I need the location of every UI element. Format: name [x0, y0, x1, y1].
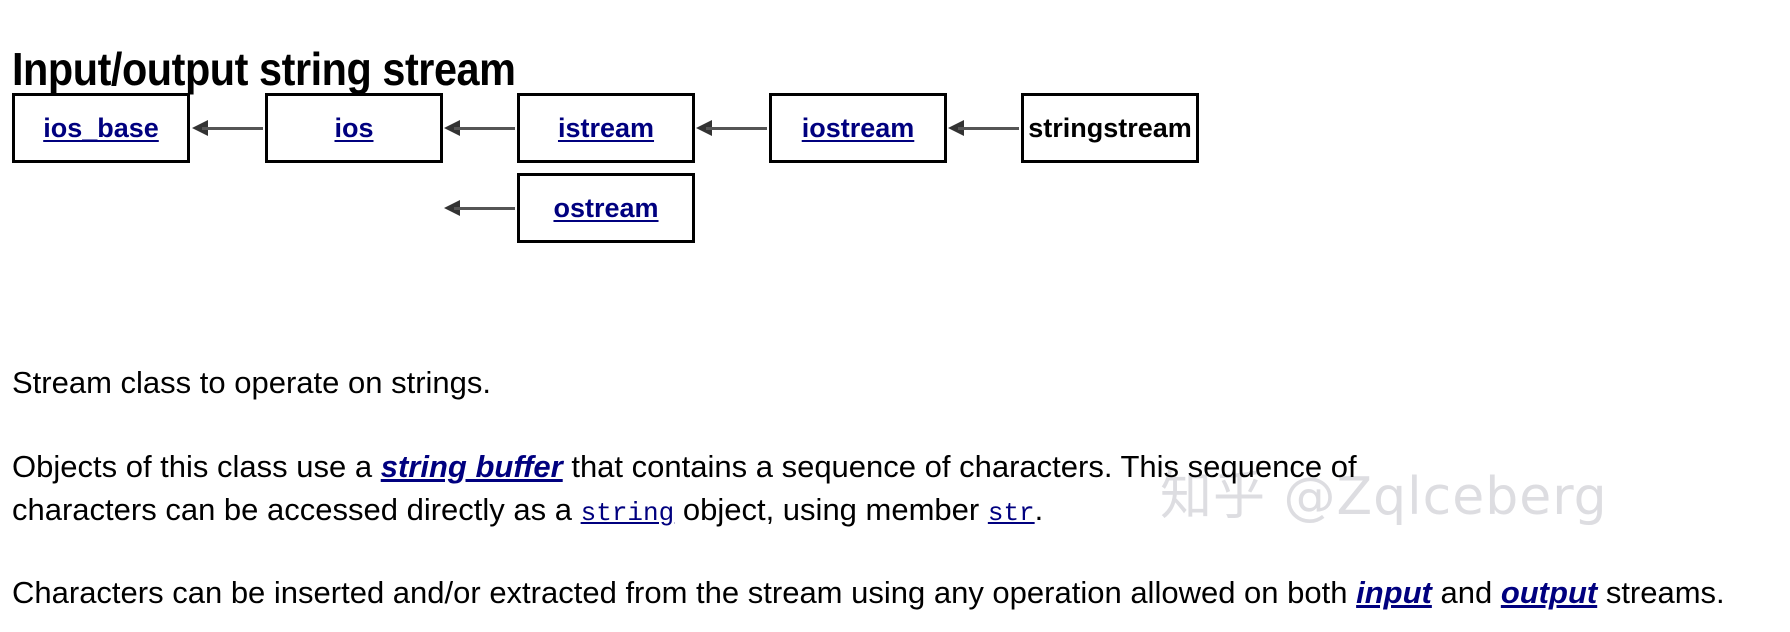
arrow-head-icon [444, 200, 460, 216]
paragraph-text: Objects of this class use a [12, 449, 381, 484]
inheritance-arrow-icon [444, 120, 515, 136]
class-node-label[interactable]: istream [557, 112, 655, 143]
paragraph-text: that contains a sequence of characters. … [12, 449, 1357, 527]
arrow-shaft [202, 127, 263, 130]
class-node-label[interactable]: ios_base [43, 112, 159, 143]
inheritance-arrow-icon [444, 200, 515, 216]
description-paragraph-3: Characters can be inserted and/or extrac… [12, 571, 1725, 614]
inheritance-arrow-icon [948, 120, 1019, 136]
class-node-label: stringstream [1028, 112, 1192, 143]
arrow-shaft [958, 127, 1019, 130]
link-input[interactable]: input [1356, 575, 1432, 610]
arrow-head-icon [948, 120, 964, 136]
class-node-ios[interactable]: ios [265, 93, 443, 163]
link-output[interactable]: output [1500, 575, 1598, 610]
paragraph-text: . [1034, 492, 1044, 527]
link-str[interactable]: str [987, 498, 1035, 528]
description-paragraph-2: Objects of this class use a string buffe… [12, 445, 1482, 535]
paragraph-text: object, using member [674, 492, 988, 527]
class-node-ios_base[interactable]: ios_base [12, 93, 190, 163]
class-inheritance-diagram: ios_base ios istream iostream stringstre… [0, 0, 1790, 260]
paragraph-text: streams. [1597, 575, 1725, 610]
paragraph-text: Characters can be inserted and/or extrac… [12, 575, 1357, 610]
arrow-shaft [706, 127, 767, 130]
class-node-label[interactable]: ios [334, 112, 374, 143]
paragraph-text: and [1431, 575, 1501, 610]
class-node-label[interactable]: ostream [553, 192, 659, 223]
link-string-buffer[interactable]: string buffer [380, 449, 563, 484]
class-node-stringstream: stringstream [1021, 93, 1199, 163]
arrow-shaft [454, 207, 515, 210]
inheritance-arrow-icon [696, 120, 767, 136]
class-node-istream[interactable]: istream [517, 93, 695, 163]
class-node-iostream[interactable]: iostream [769, 93, 947, 163]
description-paragraph-1: Stream class to operate on strings. [12, 361, 491, 404]
arrow-shaft [454, 127, 515, 130]
class-node-ostream[interactable]: ostream [517, 173, 695, 243]
page-title: Input/output string stream [12, 42, 516, 95]
inheritance-arrow-icon [192, 120, 263, 136]
paragraph-text: Stream class to operate on strings. [12, 365, 492, 400]
arrow-head-icon [192, 120, 208, 136]
link-string[interactable]: string [580, 498, 675, 528]
arrow-head-icon [444, 120, 460, 136]
class-node-label[interactable]: iostream [801, 112, 915, 143]
arrow-head-icon [696, 120, 712, 136]
